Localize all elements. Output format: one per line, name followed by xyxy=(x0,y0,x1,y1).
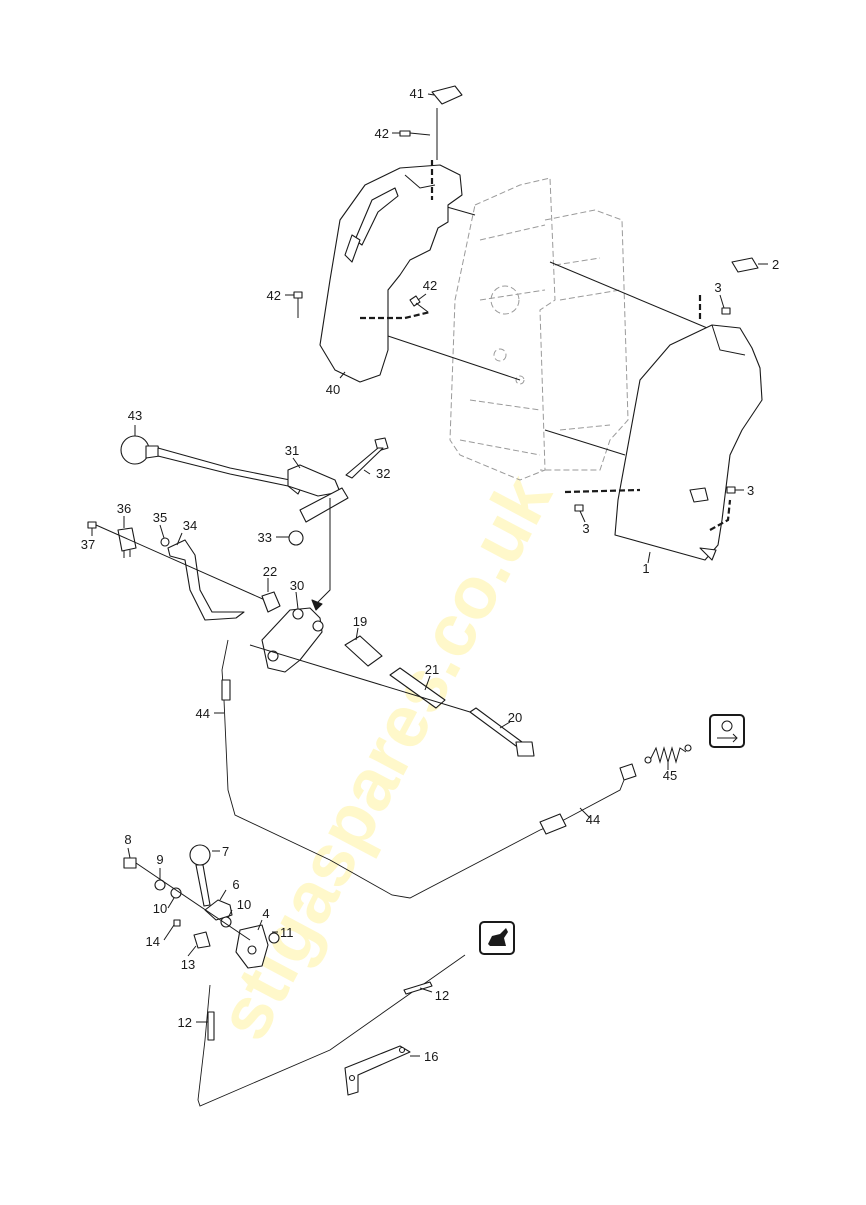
part-1-right-cover xyxy=(614,324,763,561)
callout-13: 13 xyxy=(181,957,195,972)
arrow-head xyxy=(311,599,323,611)
part-16-bracket xyxy=(344,1045,411,1096)
callout-31: 31 xyxy=(285,443,299,458)
part-33-spacer xyxy=(288,487,349,546)
callout-12: 12 xyxy=(178,1015,192,1030)
part-7-knob xyxy=(189,844,211,907)
rabbit-speed-icon xyxy=(479,921,515,955)
callout-42: 42 xyxy=(267,288,281,303)
part-43-lever xyxy=(120,435,301,495)
part-42-screws xyxy=(293,130,431,318)
callout-21: 21 xyxy=(425,662,439,677)
part-11-nut xyxy=(268,932,280,944)
callout-44: 44 xyxy=(586,812,600,827)
part-36-switch xyxy=(117,527,137,558)
axis-line-37 xyxy=(95,524,266,601)
axis-line-8 xyxy=(135,862,251,941)
callout-8: 8 xyxy=(124,832,131,847)
part-6-lever xyxy=(204,899,233,921)
part-22-spacer xyxy=(261,591,281,613)
callout-42: 42 xyxy=(423,278,437,293)
callout-30: 30 xyxy=(290,578,304,593)
callout-35: 35 xyxy=(153,510,167,525)
callout-34: 34 xyxy=(183,518,197,533)
assembly-lines xyxy=(384,108,713,456)
callout-10: 10 xyxy=(237,897,251,912)
callout-44: 44 xyxy=(196,706,210,721)
callout-leaders xyxy=(91,93,768,1057)
dash-3a xyxy=(564,488,641,494)
part-2-cap xyxy=(731,257,759,273)
callout-6: 6 xyxy=(232,877,239,892)
part-30-plate xyxy=(261,607,324,673)
callout-2: 2 xyxy=(772,257,779,272)
dash-42 xyxy=(360,310,431,320)
part-20-bolt xyxy=(469,707,535,757)
callout-43: 43 xyxy=(128,408,142,423)
callout-11: 11 xyxy=(280,925,294,940)
callout-9: 9 xyxy=(156,852,163,867)
part-19-sleeve xyxy=(344,635,383,667)
cable-44-clevis xyxy=(619,763,637,781)
callout-7: 7 xyxy=(222,844,229,859)
callout-32: 32 xyxy=(376,466,390,481)
cable-12-sleeve-a xyxy=(207,1011,215,1041)
callout-12: 12 xyxy=(435,988,449,1003)
callout-3: 3 xyxy=(582,521,589,536)
callout-16: 16 xyxy=(424,1049,438,1064)
callout-41: 41 xyxy=(410,86,424,101)
callout-3: 3 xyxy=(747,483,754,498)
cable-44-ferrule xyxy=(539,813,567,835)
chassis-frame-outline xyxy=(449,177,629,481)
callout-42: 42 xyxy=(375,126,389,141)
callout-1: 1 xyxy=(642,561,649,576)
rotation-symbol-icon xyxy=(709,714,745,748)
cable-12-sleeve-b xyxy=(403,981,433,995)
part-40-left-cover xyxy=(319,164,463,383)
callout-20: 20 xyxy=(508,710,522,725)
callout-36: 36 xyxy=(117,501,131,516)
callout-45: 45 xyxy=(663,768,677,783)
callout-10: 10 xyxy=(153,901,167,916)
callout-33: 33 xyxy=(258,530,272,545)
arrow-path xyxy=(315,498,331,605)
part-8-bolt xyxy=(123,857,137,869)
dash-3b xyxy=(709,499,732,531)
callout-labels: 41 42 2 3 42 42 40 43 31 32 3 3 36 35 34… xyxy=(81,86,779,1064)
part-3-screws xyxy=(574,307,736,512)
axis-line-30 xyxy=(249,644,471,713)
part-41-cap xyxy=(431,85,463,105)
callout-3: 3 xyxy=(714,280,721,295)
part-37-screw xyxy=(87,521,97,529)
callout-19: 19 xyxy=(353,614,367,629)
part-13-clip xyxy=(193,931,211,949)
part-35-nut xyxy=(160,537,170,547)
part-14-screw xyxy=(173,919,181,927)
part-34-bracket xyxy=(167,539,245,621)
callout-14: 14 xyxy=(146,934,160,949)
callout-37: 37 xyxy=(81,537,95,552)
callout-40: 40 xyxy=(326,382,340,397)
cable-12 xyxy=(197,954,466,1107)
callout-4: 4 xyxy=(262,906,269,921)
part-32-bolt xyxy=(345,437,389,479)
callout-22: 22 xyxy=(263,564,277,579)
cable-44-end xyxy=(221,679,231,701)
